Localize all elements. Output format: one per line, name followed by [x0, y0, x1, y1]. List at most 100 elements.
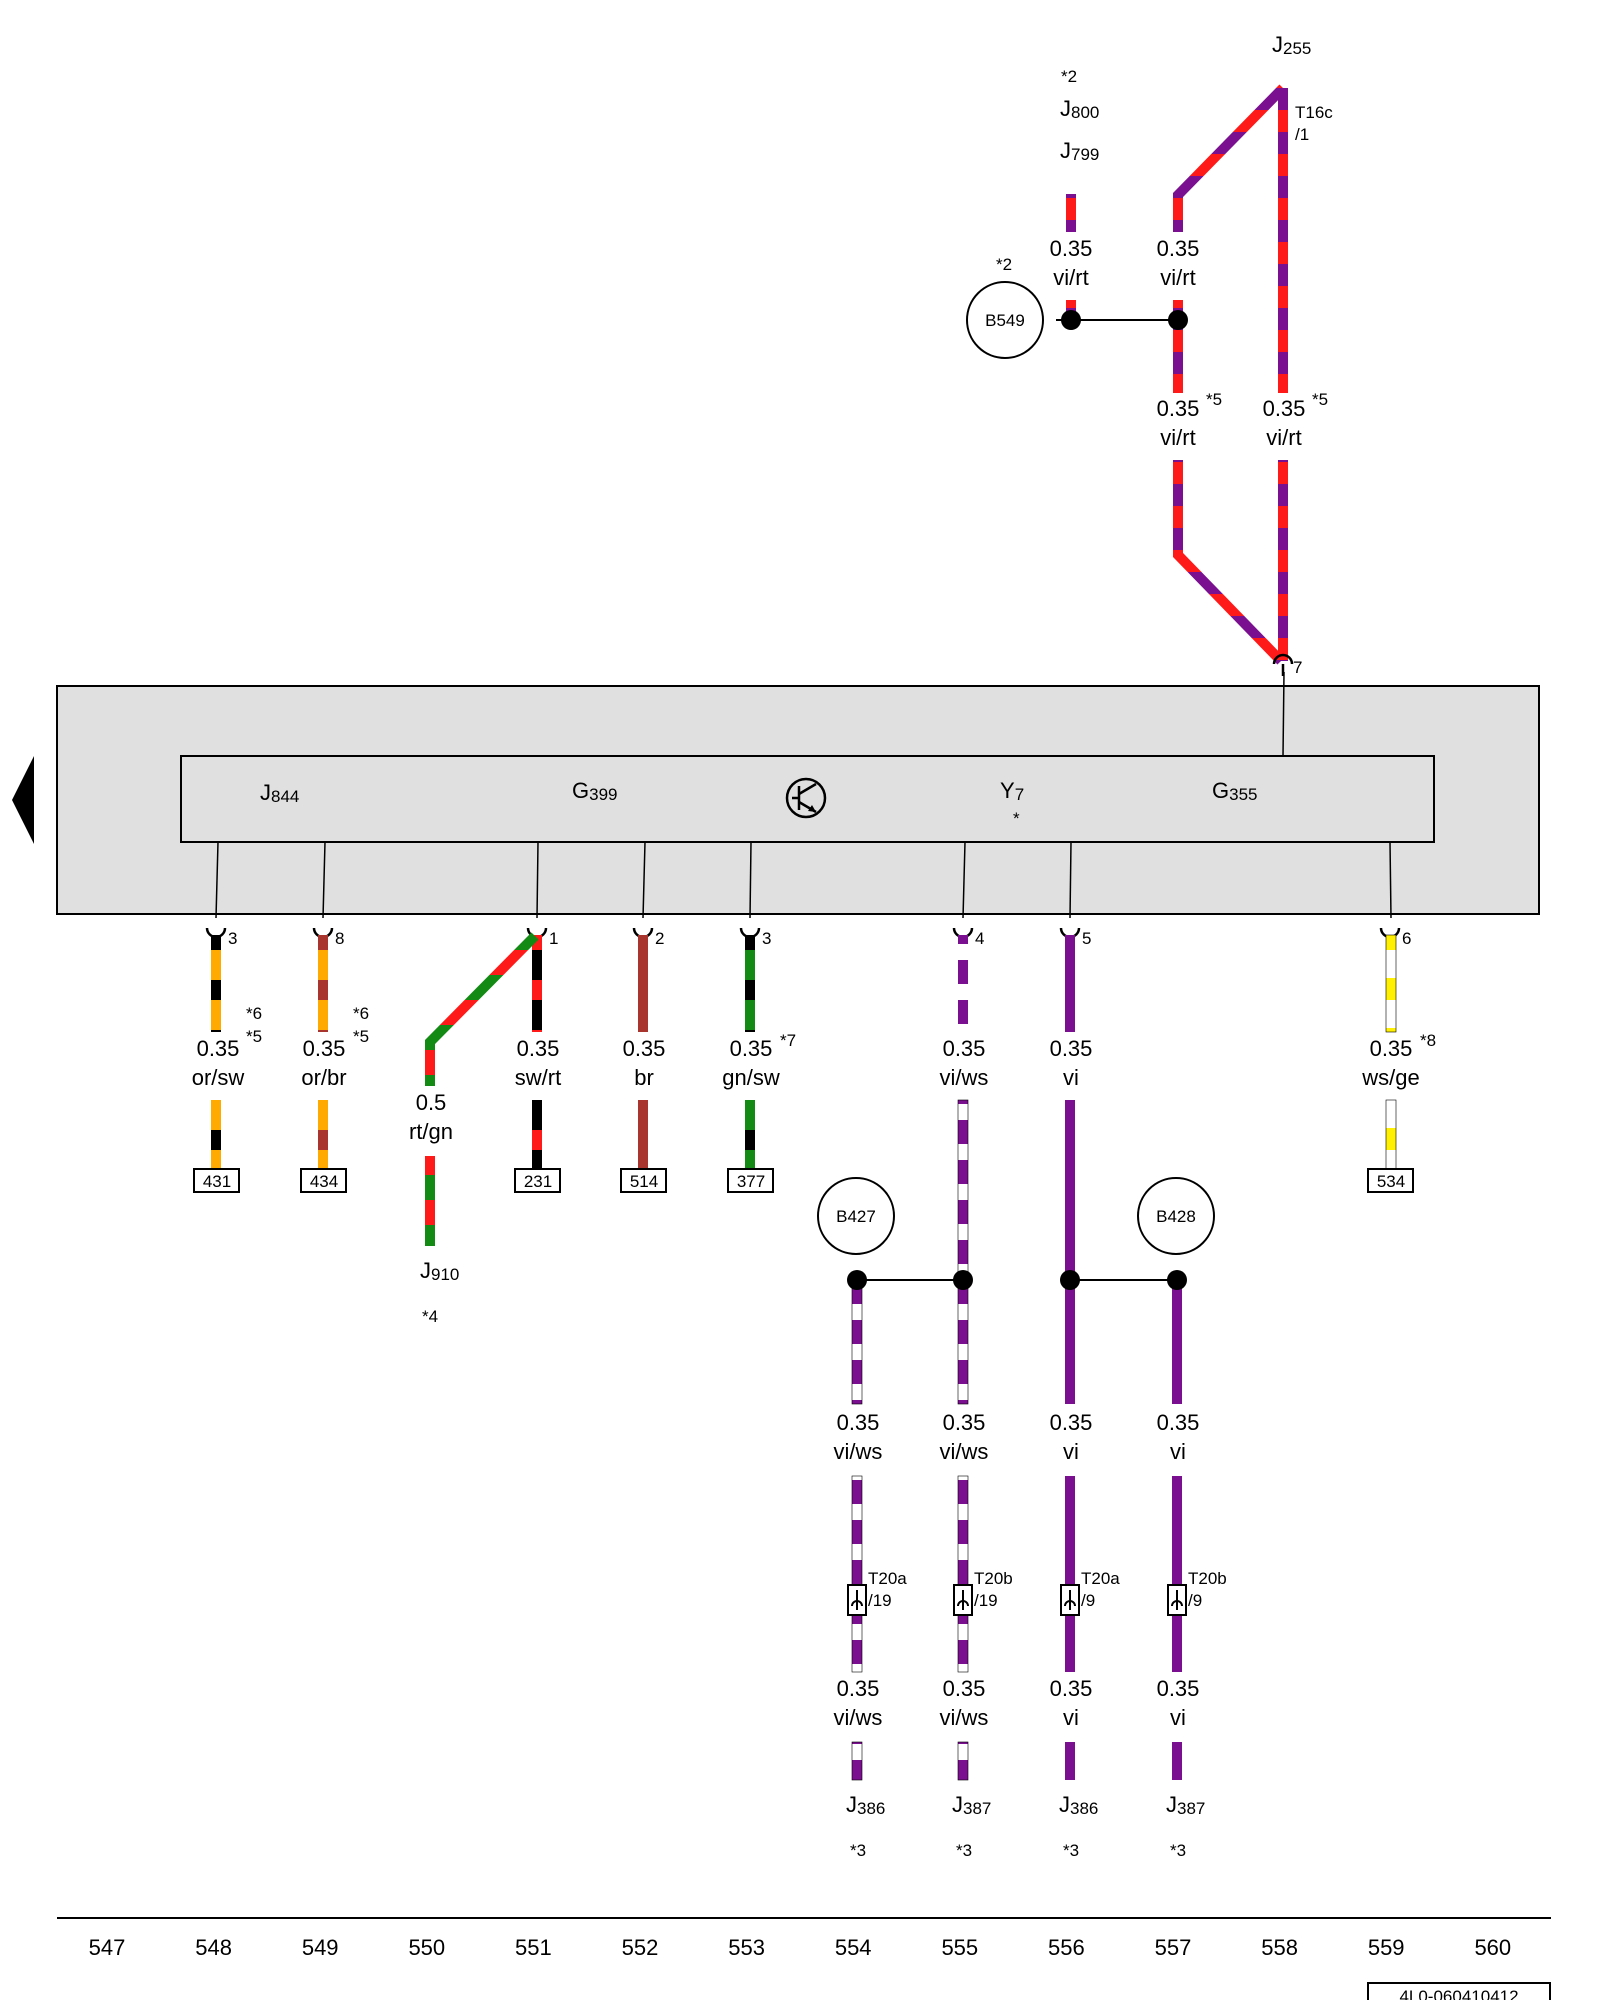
column-number: 560 [1474, 1935, 1511, 1960]
connector-t16c-pin: /1 [1295, 125, 1309, 144]
lower-size2-1: 0.35 [943, 1676, 986, 1701]
pin-7-connector [1272, 653, 1294, 665]
note-b549: *2 [996, 255, 1012, 274]
wire-size-2: 0.35 [517, 1036, 560, 1061]
wire-color-7: ws/ge [1361, 1065, 1419, 1090]
ref-431: 431 [203, 1172, 231, 1191]
lower-color-1: vi/ws [940, 1439, 989, 1464]
ref-box-labels: 431 434 231 514 377 534 [203, 1172, 1405, 1191]
wire-size-6: 0.35 [1050, 1036, 1093, 1061]
transistor-icon [785, 777, 827, 819]
wire-size-0: 0.35 [197, 1036, 240, 1061]
svg-text:vi/rt: vi/rt [1160, 265, 1195, 290]
wire-color-0: or/sw [192, 1065, 245, 1090]
splice-b427-circle [817, 1177, 895, 1255]
column-number: 556 [1048, 1935, 1085, 1960]
bottom-wire-notes: *6 *5 *6 *5 *7 *8 [246, 1004, 1436, 1050]
lower-size-3: 0.35 [1157, 1410, 1200, 1435]
bottom-wire-labels: 0.35 or/sw 0.35 or/br 0.35 sw/rt 0.35 br… [192, 1036, 1420, 1144]
splice-b427-label: B427 [836, 1207, 876, 1226]
lower-note-3: *3 [1170, 1841, 1186, 1860]
component-y7: Y7 [1000, 778, 1024, 804]
lower-color2-3: vi [1170, 1705, 1186, 1730]
pin-label-6: 5 [1082, 929, 1091, 948]
column-number: 547 [89, 1935, 126, 1960]
ref-434: 434 [310, 1172, 338, 1191]
splice-b549-circle [966, 281, 1044, 359]
splice-b428-label: B428 [1156, 1207, 1196, 1226]
lower-size-0: 0.35 [837, 1410, 880, 1435]
wire-note-0b: *5 [246, 1027, 262, 1046]
wire-size-1: 0.35 [303, 1036, 346, 1061]
lower-note-0: *3 [850, 1841, 866, 1860]
ref-377: 377 [737, 1172, 765, 1191]
splice-b549-label: B549 [985, 311, 1025, 330]
wire-color-j910: rt/gn [409, 1119, 453, 1144]
splice-b549-dot-a [1061, 310, 1081, 330]
conn-l0-pin: /19 [868, 1591, 892, 1610]
component-j844: J844 [260, 780, 299, 806]
connector-t16c: T16c [1295, 103, 1333, 122]
svg-text:vi/rt: vi/rt [1053, 265, 1088, 290]
column-number: 549 [302, 1935, 339, 1960]
conn-l3: T20b [1188, 1569, 1227, 1588]
lower-color-0: vi/ws [834, 1439, 883, 1464]
column-number: 558 [1261, 1935, 1298, 1960]
wire-label-u1: 0.35 vi/rt [1157, 236, 1200, 290]
lower-notes: *3 *3 *3 *3 [850, 1841, 1186, 1860]
wire-label-u0: 0.35 vi/rt [1050, 236, 1093, 290]
wire-j910-branch [425, 932, 539, 1086]
splice-b428-circle [1137, 1177, 1215, 1255]
internal-leads [215, 671, 1392, 919]
wire-l1-stub-outline [957, 1741, 969, 1781]
pin-7-label: 7 [1293, 658, 1302, 677]
wire-note-7: *8 [1420, 1031, 1436, 1050]
lower-wire-labels: 0.35 vi/ws 0.35 vi/ws 0.35 vi 0.35 vi 0.… [834, 1410, 1200, 1730]
conn-l2-pin: /9 [1081, 1591, 1095, 1610]
column-number: 557 [1155, 1935, 1192, 1960]
ref-534: 534 [1377, 1172, 1405, 1191]
lower-color-2: vi [1063, 1439, 1079, 1464]
component-g399: G399 [572, 778, 618, 804]
lower-color2-1: vi/ws [940, 1705, 989, 1730]
wire-534-top-outline [1385, 934, 1397, 1033]
wire-note-1a: *6 [353, 1004, 369, 1023]
wire-size-5: 0.35 [943, 1036, 986, 1061]
ref-j910: J910 [420, 1258, 459, 1284]
wire-label-u3: 0.35 vi/rt [1263, 396, 1306, 450]
ref-j800: J800 [1060, 96, 1099, 122]
bottom-wires: 3 8 1 2 3 4 5 6 [192, 927, 1436, 1405]
svg-text:0.35: 0.35 [1157, 396, 1200, 421]
column-number: 550 [408, 1935, 445, 1960]
lower-color-3: vi [1170, 1439, 1186, 1464]
ref-j255: J255 [1272, 32, 1311, 58]
pin-connectors [205, 927, 1401, 939]
triangle-left-icon [12, 756, 34, 844]
column-number: 559 [1368, 1935, 1405, 1960]
lower-note-1: *3 [956, 1841, 972, 1860]
wire-color-6: vi [1063, 1065, 1079, 1090]
ref-j386-b: J386 [1059, 1792, 1098, 1818]
note-j800: *2 [1061, 67, 1077, 86]
pin-label-0: 3 [228, 929, 237, 948]
conn-l0: T20a [868, 1569, 907, 1588]
lower-color2-2: vi [1063, 1705, 1079, 1730]
pin-label-1: 8 [335, 929, 344, 948]
wire-note-u2: *5 [1206, 390, 1222, 409]
lower-size-1: 0.35 [943, 1410, 986, 1435]
conn-l2: T20a [1081, 1569, 1120, 1588]
conn-l1: T20b [974, 1569, 1013, 1588]
pin-label-7: 6 [1402, 929, 1411, 948]
wire-color-2: sw/rt [515, 1065, 561, 1090]
splice-b549-dot-b [1168, 310, 1188, 330]
wire-color-4: gn/sw [722, 1065, 780, 1090]
wire-l1-mid-outline [957, 1475, 969, 1673]
wire-label-u2: 0.35 vi/rt [1157, 396, 1200, 450]
column-number: 551 [515, 1935, 552, 1960]
ref-j387-a: J387 [952, 1792, 991, 1818]
wire-l0-mid-outline [851, 1475, 863, 1673]
note-j910: *4 [422, 1307, 438, 1326]
column-number: 548 [195, 1935, 232, 1960]
